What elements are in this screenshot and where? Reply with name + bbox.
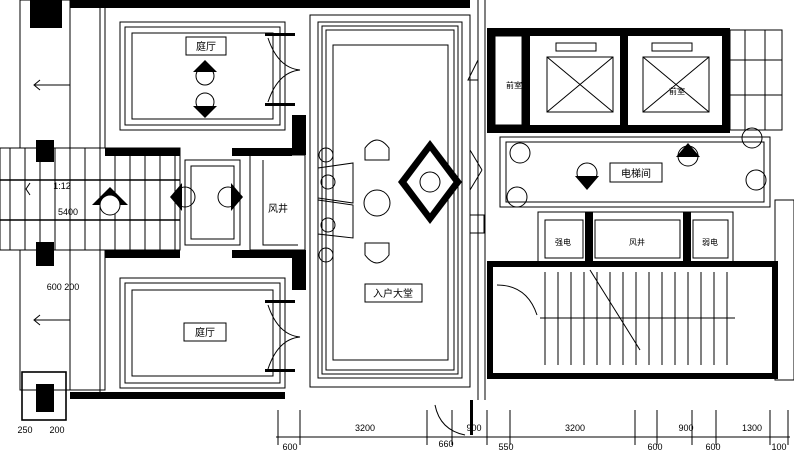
room-label-courtyard-bottom: 庭厅 <box>195 326 215 339</box>
right-facade <box>729 29 794 381</box>
entrance-lobby <box>309 14 471 388</box>
dimension-label: 3200 <box>355 423 375 433</box>
dimension-line <box>276 400 790 445</box>
elevator-core <box>487 28 730 133</box>
stairwell <box>487 261 778 379</box>
room-label-courtyard-top: 庭厅 <box>196 40 216 53</box>
top-wall <box>70 0 470 8</box>
dimension-label: 3200 <box>565 423 585 433</box>
room-label-small-left: 强电 <box>555 237 571 247</box>
elevator-shaft-label: 前室 <box>669 86 685 96</box>
dimension-label: 550 <box>498 442 513 452</box>
courtyard-top <box>119 21 301 131</box>
dimension-label: 100 <box>771 442 786 452</box>
slope-label: 1:12 <box>53 181 71 191</box>
room-label-small-right: 弱电 <box>702 237 718 247</box>
room-label-shaft-center: 风井 <box>268 202 288 215</box>
dimension-label: 660 <box>438 439 453 449</box>
planters <box>105 115 306 290</box>
dimension-label: 600 <box>647 442 662 452</box>
dimension-label: 600 <box>282 442 297 452</box>
courtyard-bottom <box>119 277 301 389</box>
left-dimension: 600 200 <box>47 282 80 292</box>
room-label-top-left: 前室 <box>506 80 522 90</box>
room-label-elevator-hall: 电梯间 <box>621 167 651 180</box>
bottom-wall <box>70 392 285 399</box>
dimension-label: 900 <box>678 423 693 433</box>
elevator-hall <box>499 127 771 208</box>
bottom-left-dimension-2: 200 <box>49 425 64 435</box>
dimension-label: 600 <box>705 442 720 452</box>
dimension-label: 900 <box>466 423 481 433</box>
width-dimension: 5400 <box>58 207 78 217</box>
dimension-label: 1300 <box>742 423 762 433</box>
service-rooms <box>537 211 734 263</box>
room-label-small-middle: 风井 <box>629 237 645 247</box>
entrance-steps <box>0 0 181 421</box>
room-label-entrance-lobby: 入户大堂 <box>373 287 413 300</box>
bottom-left-dimension-1: 250 <box>17 425 32 435</box>
